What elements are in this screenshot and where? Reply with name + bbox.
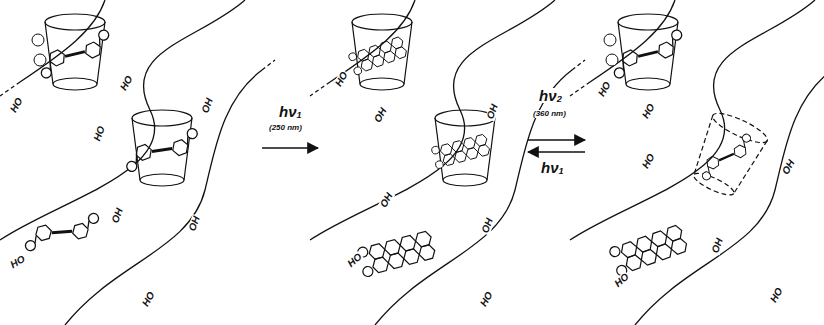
hydroxyl-group: HO bbox=[640, 101, 657, 121]
hydroxyl-group: HO bbox=[640, 151, 657, 171]
irradiation-label: hν₁ bbox=[540, 160, 565, 175]
hydroxyl-group: HO bbox=[140, 289, 157, 309]
hydroxyl-group: HO bbox=[8, 254, 28, 271]
hydroxyl-group: OH bbox=[200, 96, 215, 115]
hydroxyl-group: HO bbox=[612, 271, 631, 290]
hydroxyl-group: OH bbox=[187, 214, 202, 233]
hydroxyl-group: HO bbox=[92, 124, 107, 143]
hydroxyl-group: HO bbox=[8, 95, 25, 115]
hydroxyl-group: HO bbox=[333, 69, 350, 89]
hydroxyl-group: HO bbox=[768, 285, 785, 305]
irradiation-label: (250 nm) bbox=[268, 124, 303, 132]
hydroxyl-group: HO bbox=[118, 73, 135, 93]
hydroxyl-group: HO bbox=[596, 79, 613, 99]
hydroxyl-group: OH bbox=[372, 105, 389, 125]
hydroxyl-group: HO bbox=[478, 289, 495, 309]
irradiation-label: (360 nm) bbox=[532, 110, 567, 118]
hydroxyl-group: OH bbox=[378, 190, 395, 210]
hydroxyl-group: OH bbox=[110, 206, 125, 225]
irradiation-label: hν₂ bbox=[538, 88, 563, 103]
hydroxyl-group: OH bbox=[485, 102, 500, 121]
irradiation-label: hν₁ bbox=[278, 104, 303, 119]
hydroxyl-group: OH bbox=[480, 216, 495, 235]
